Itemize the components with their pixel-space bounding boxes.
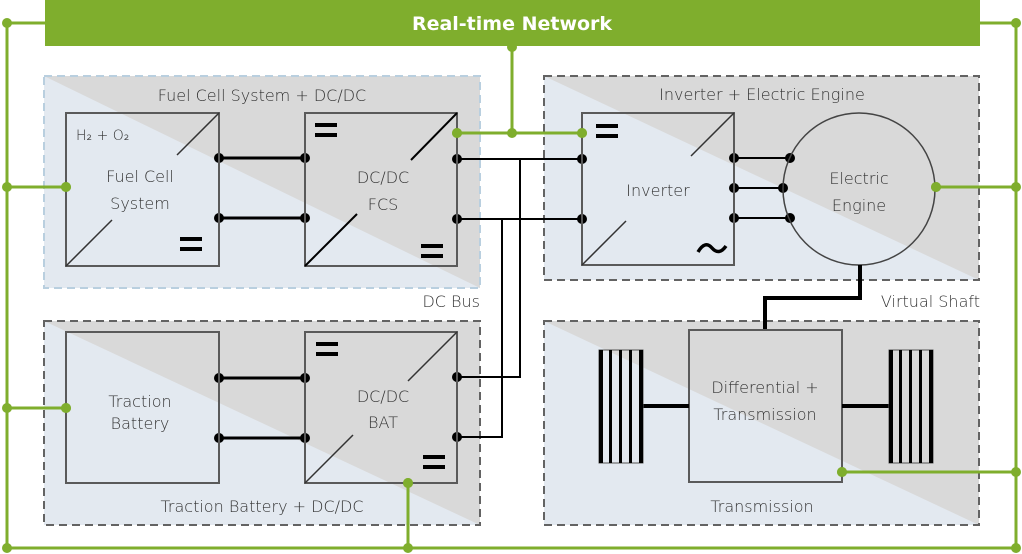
group-battery: Traction Battery + DC/DC <box>43 320 481 526</box>
engine-label-line2: Engine <box>832 196 886 215</box>
dc-bus-label: DC Bus <box>422 292 480 311</box>
dcdc-bat-label-line2: BAT <box>368 413 398 432</box>
dc-symbol-icon <box>315 123 337 137</box>
network-bar <box>45 0 980 46</box>
network-title: Real-time Network <box>412 13 612 35</box>
group-border <box>543 320 980 526</box>
inverter-label: Inverter <box>626 181 690 200</box>
fuel-cell-label-line2: System <box>110 194 170 213</box>
block-dcdc-fcs: DC/DC FCS <box>304 112 458 267</box>
group-inverter: Inverter + Electric Engine <box>543 75 980 281</box>
differential-label-line2: Transmission <box>713 405 816 424</box>
virtual-shaft <box>763 265 862 331</box>
dc-symbol-icon <box>423 455 445 469</box>
block-dcdc-bat: DC/DC BAT <box>304 331 458 484</box>
group-transmission: Transmission <box>543 320 980 526</box>
fuel-cell-label-line1: Fuel Cell <box>106 167 174 186</box>
group-fuel-cell: Fuel Cell System + DC/DC <box>43 75 481 289</box>
fuel-input-label: H₂ + O₂ <box>76 128 129 144</box>
group-border <box>43 320 481 526</box>
group-title-fuel-cell: Fuel Cell System + DC/DC <box>158 86 366 105</box>
right-wheel-icon <box>888 349 934 464</box>
block-inverter: Inverter <box>581 112 735 266</box>
dc-symbol-icon <box>421 244 443 258</box>
virtual-shaft-label: Virtual Shaft <box>881 292 980 311</box>
ac-symbol-icon <box>696 243 728 254</box>
group-border <box>543 75 980 281</box>
dcdc-bat-label-line1: DC/DC <box>357 387 409 406</box>
network-wiring <box>5 21 1018 550</box>
dc-bus-wiring <box>219 156 790 440</box>
dc-symbol-icon <box>316 342 338 356</box>
battery-label-line2: Battery <box>111 414 170 433</box>
group-title-inverter: Inverter + Electric Engine <box>659 85 865 104</box>
block-fuel-cell-system: H₂ + O₂ Fuel Cell System <box>65 112 220 267</box>
group-border <box>43 75 481 289</box>
dc-symbol-icon <box>180 237 202 251</box>
battery-label-line1: Traction <box>108 392 171 411</box>
group-title-battery: Traction Battery + DC/DC <box>160 497 363 516</box>
block-differential: Differential + Transmission <box>688 329 843 483</box>
network-nodes-top <box>61 128 941 488</box>
differential-label-line1: Differential + <box>711 378 818 397</box>
left-wheel-icon <box>598 349 644 464</box>
group-title-transmission: Transmission <box>710 497 813 516</box>
engine-label-line1: Electric <box>829 169 888 188</box>
dc-symbol-icon <box>596 124 618 138</box>
dcdc-fcs-label-line1: DC/DC <box>357 168 409 187</box>
dcdc-fcs-label-line2: FCS <box>368 195 399 214</box>
